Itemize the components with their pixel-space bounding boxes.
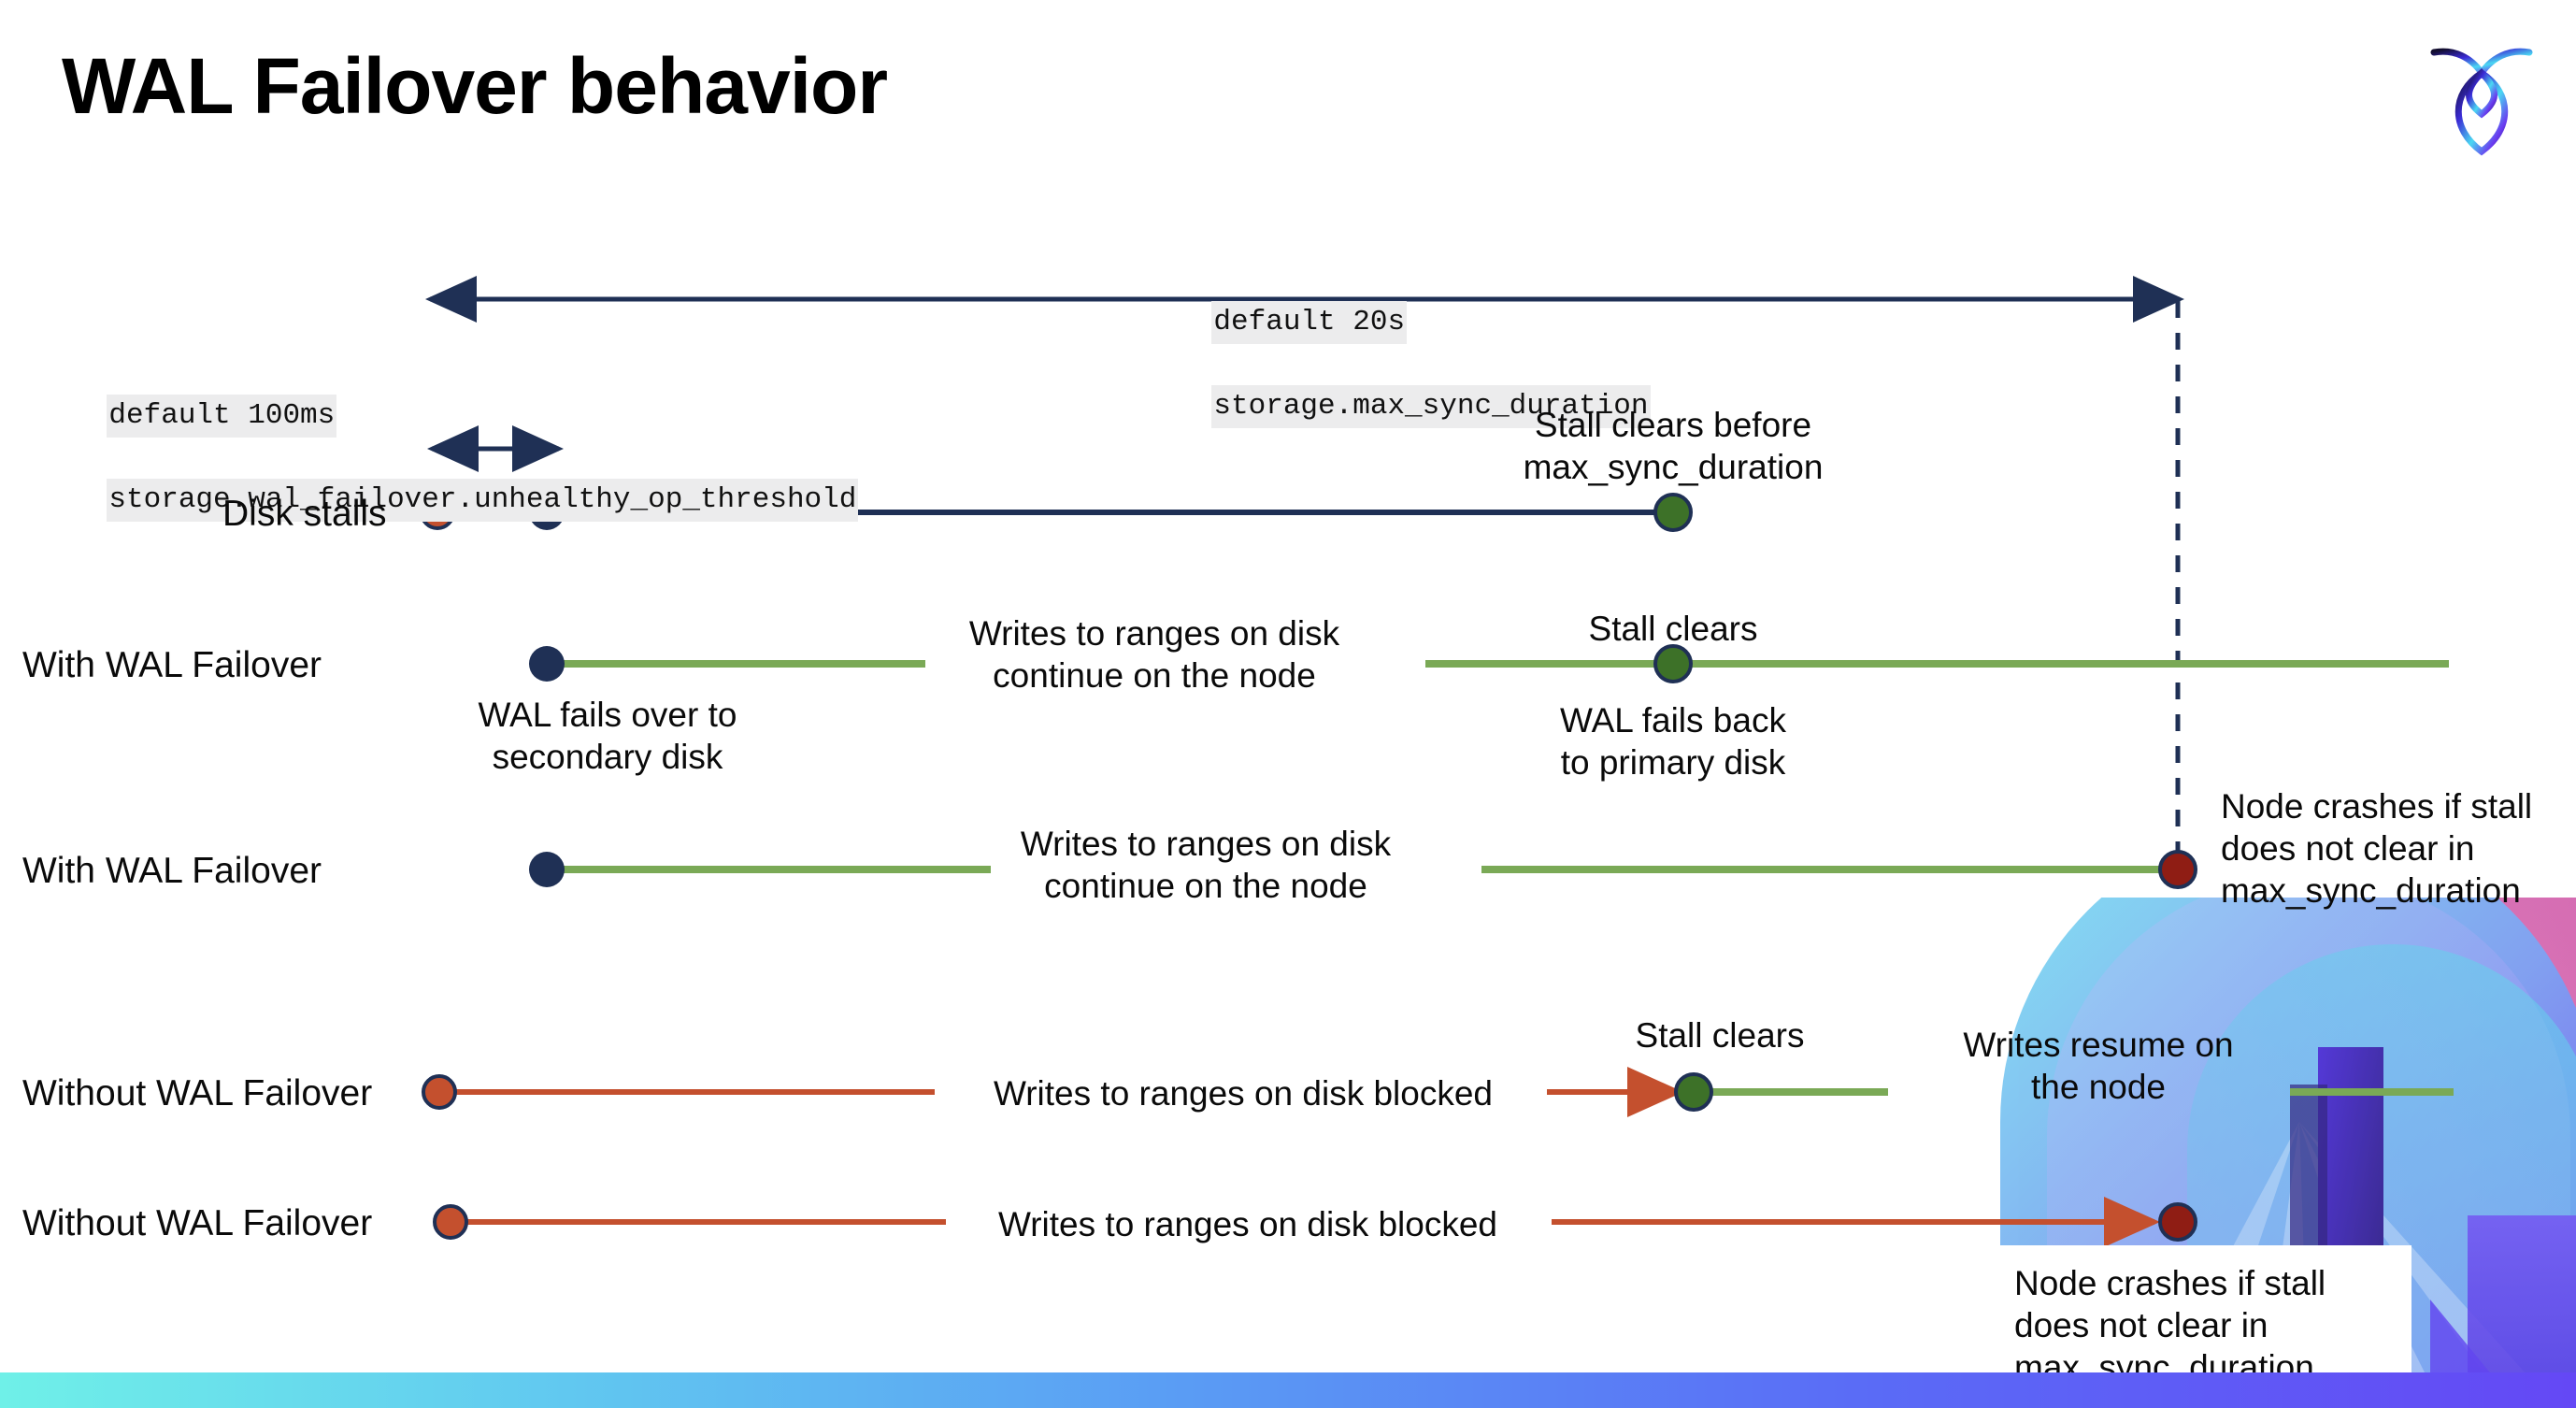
row-with-wal-failover-2-track	[529, 850, 2197, 889]
max-sync-duration-setting: storage.max_sync_duration	[1211, 385, 1651, 429]
annotation-node-crashes-2: Node crashes if stall does not clear in …	[2014, 1264, 2326, 1387]
bottom-gradient-bar	[0, 1372, 2576, 1408]
page-title: WAL Failover behavior	[62, 42, 888, 130]
max-sync-duration-default: default 20s	[1211, 301, 1408, 345]
row-label-without-wal-failover-2: Without WAL Failover	[22, 1203, 373, 1243]
annotation-stall-clears-before-max-sync-duration: Stall clears before max_sync_duration	[1523, 406, 1824, 487]
annotation-writes-continue-1: Writes to ranges on disk continue on the…	[968, 614, 1340, 696]
annotation-writes-continue-2: Writes to ranges on disk continue on the…	[1020, 825, 1392, 906]
annotation-writes-blocked-1: Writes to ranges on disk blocked	[993, 1074, 1494, 1113]
annotation-stall-clears-2: Stall clears	[1635, 1016, 1805, 1055]
annotation-node-crashes-1: Node crashes if stall does not clear in …	[2221, 787, 2533, 911]
row-label-with-wal-failover-2: With WAL Failover	[22, 851, 322, 891]
row-label-disk-stalls: Disk stalls	[222, 494, 387, 534]
annotation-wal-fails-back: WAL fails back to primary disk	[1560, 701, 1786, 783]
row-label-with-wal-failover-1: With WAL Failover	[22, 645, 322, 685]
row-with-wal-failover-1-track	[529, 644, 2449, 683]
row-without-wal-failover-2-track	[433, 1197, 2197, 1247]
unhealthy-op-threshold-default: default 100ms	[107, 395, 337, 438]
max-sync-duration-setting-label: default 20s storage.max_sync_duration	[1142, 260, 1651, 469]
unhealthy-op-threshold-setting: storage.wal_failover.unhealthy_op_thresh…	[107, 479, 859, 523]
annotation-wal-fails-over: WAL fails over to secondary disk	[478, 696, 737, 777]
annotation-writes-blocked-2: Writes to ranges on disk blocked	[997, 1205, 1498, 1243]
unhealthy-op-threshold-setting-label: default 100ms storage.wal_failover.unhea…	[37, 353, 859, 563]
annotation-stall-clears-1: Stall clears	[1588, 610, 1758, 648]
annotation-writes-resume: Writes resume on the node	[1963, 1026, 2234, 1107]
row-label-without-wal-failover-1: Without WAL Failover	[22, 1073, 373, 1113]
row-without-wal-failover-1-track	[422, 1067, 2454, 1117]
cockroachdb-logo-icon	[2423, 32, 2540, 159]
